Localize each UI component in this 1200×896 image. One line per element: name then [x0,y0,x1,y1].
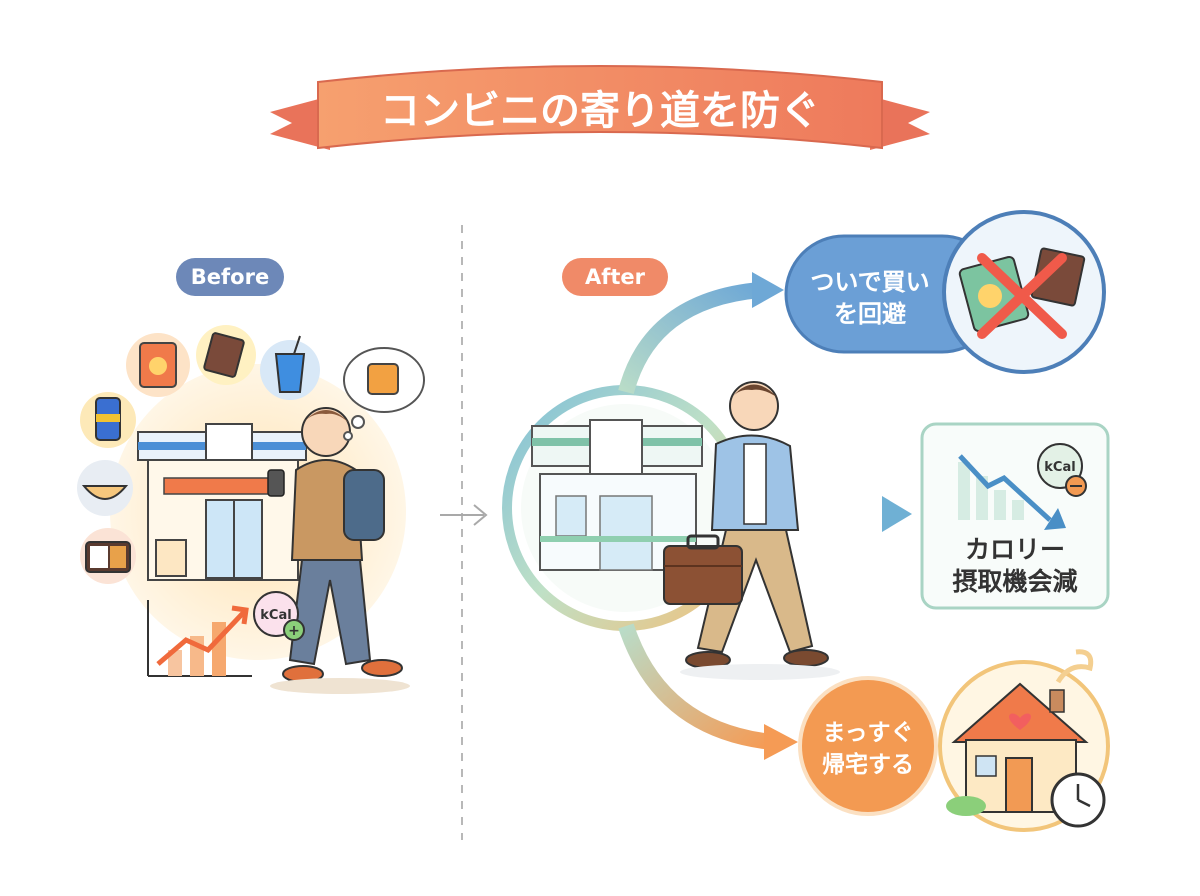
before-label: Before [191,265,269,289]
avoid-line1: ついで買い [810,268,929,296]
kcal-minus-icon: kCal [1037,443,1087,497]
before-person [270,407,410,694]
arrow-head-home [764,724,798,760]
avoid-line2: を回避 [834,300,906,328]
outcome-home: まっすぐ 帰宅する [798,649,1110,832]
convenience-store-icon [137,423,307,581]
page-title: コンビニの寄り道を防ぐ [380,88,820,134]
chocolate-icon [196,325,256,385]
arrow-to-avoid [618,282,761,395]
arrow-head-calorie [882,496,912,532]
after-label: After [585,265,646,289]
noodle-bowl-icon [77,460,133,516]
outcome-avoid: ついで買い を回避 [784,210,1106,374]
snack-bag-icon [126,333,190,397]
arrow-head-avoid [752,272,784,308]
kcal-before-label: kCal [260,608,291,623]
can-icon [80,392,136,448]
arrow-to-home [618,623,773,750]
falling-chart-icon [958,454,1066,530]
cross-icon [977,253,1067,339]
calorie-line2: 摂取機会減 [952,567,1077,596]
kcal-plus-icon: kCal + [253,591,305,641]
soda-cup-icon [260,335,320,400]
home-line1: まっすぐ [822,720,913,746]
clock-icon [1050,772,1106,828]
after-badge: After [562,258,668,296]
phone-icon [267,469,285,497]
title-ribbon: コンビニの寄り道を防ぐ [270,65,930,150]
thought-bubble-icon [343,347,425,441]
before-badge: Before [176,258,284,296]
bento-icon [80,528,136,584]
calorie-line1: カロリー [965,535,1065,564]
kcal-after-label: kCal [1044,460,1075,475]
transition-arrow [440,504,488,526]
svg-text:+: + [288,623,300,639]
rising-chart-icon [147,600,252,677]
home-line2: 帰宅する [822,751,914,778]
outcome-calorie: kCal カロリー 摂取機会減 [920,422,1110,610]
briefcase-icon [663,534,743,605]
